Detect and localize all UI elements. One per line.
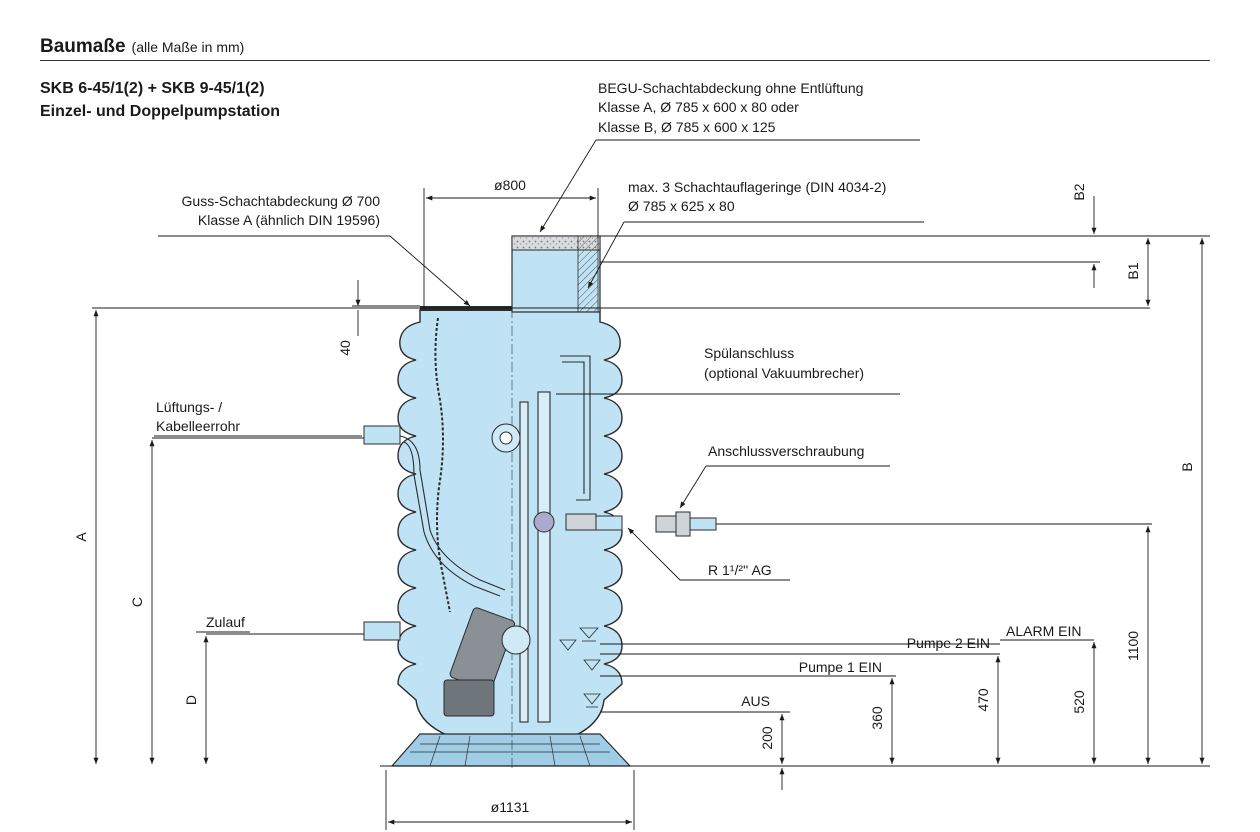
label-zulauf: Zulauf — [206, 614, 245, 630]
dim-B1: B1 — [1125, 262, 1141, 279]
label-ringe-line1: max. 3 Schachtauflageringe (DIN 4034-2) — [628, 179, 886, 195]
section-title: Baumaße — [40, 36, 126, 57]
section-header: Baumaße (alle Maße in mm) — [40, 36, 244, 58]
dim-d1131: ø1131 — [491, 799, 530, 815]
label-kabelleerrohr: Kabelleerrohr — [156, 418, 240, 434]
section-subtitle: (alle Maße in mm) — [131, 39, 245, 55]
pump-illustration — [443, 607, 531, 717]
dim-C: C — [129, 597, 145, 607]
label-vakuumbrecher: (optional Vakuumbrecher) — [704, 365, 864, 381]
label-aus: AUS — [741, 693, 770, 709]
product-subtitle: Einzel- und Doppelpumpstation — [40, 103, 280, 120]
label-guss-line1: Guss-Schachtabdeckung Ø 700 — [182, 193, 381, 209]
header-rule — [40, 60, 1210, 61]
label-begu-line2: Klasse A, Ø 785 x 600 x 80 oder — [598, 99, 799, 115]
label-anschlussverschraubung: Anschlussverschraubung — [708, 443, 864, 459]
dim-1100: 1100 — [1125, 631, 1141, 661]
label-spuelanschluss: Spülanschluss — [704, 345, 794, 361]
label-alarm: ALARM EIN — [1006, 623, 1081, 639]
label-ringe-line2: Ø 785 x 625 x 80 — [628, 198, 735, 214]
dim-d800: ø800 — [494, 177, 526, 193]
label-begu-line3: Klasse B, Ø 785 x 600 x 125 — [598, 119, 776, 135]
annotation-labels: BEGU-Schachtabdeckung ohne Entlüftung Kl… — [73, 80, 1195, 815]
product-title: SKB 6-45/1(2) + SKB 9-45/1(2) — [40, 80, 265, 97]
dim-B2: B2 — [1071, 183, 1087, 200]
label-guss-line2: Klasse A (ähnlich DIN 19596) — [198, 212, 380, 228]
dim-360: 360 — [869, 706, 885, 730]
dim-D: D — [183, 695, 199, 705]
label-begu-line1: BEGU-Schachtabdeckung ohne Entlüftung — [598, 80, 863, 96]
dim-200: 200 — [759, 726, 775, 750]
label-pumpe2: Pumpe 2 EIN — [907, 635, 990, 651]
dim-520: 520 — [1071, 690, 1087, 714]
dim-B: B — [1179, 462, 1195, 471]
label-lueftung: Lüftungs- / — [156, 399, 222, 415]
dim-A: A — [73, 532, 89, 542]
dim-470: 470 — [975, 688, 991, 712]
label-thread-size: R 1¹/²'' AG — [708, 562, 772, 578]
dimension-lines — [92, 188, 1210, 830]
tank-body — [363, 235, 717, 770]
label-pumpe1: Pumpe 1 EIN — [799, 659, 882, 675]
dim-40: 40 — [337, 340, 353, 356]
leader-lines — [154, 139, 924, 633]
